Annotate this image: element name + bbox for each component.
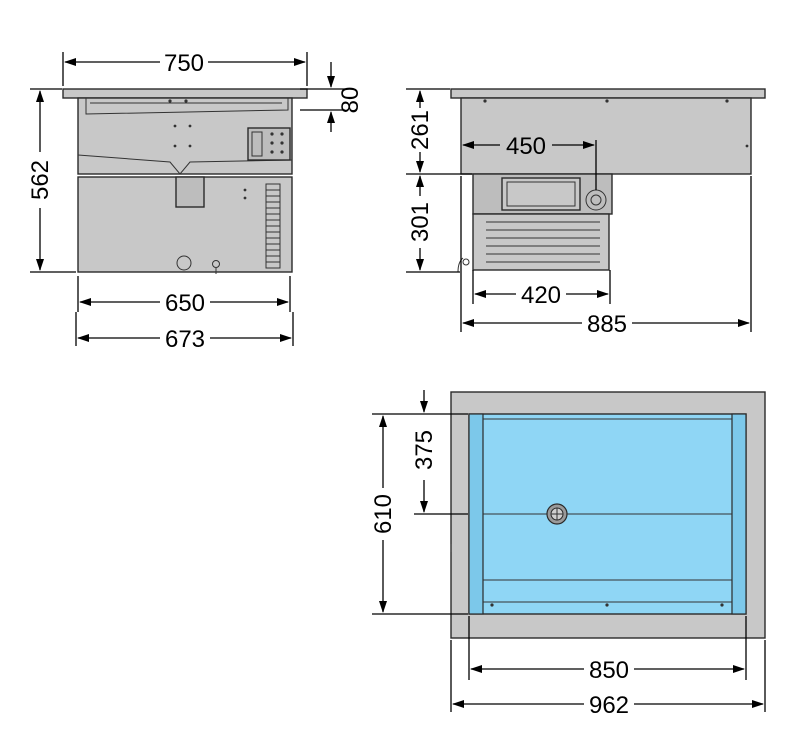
dim-side-total-width: 885 bbox=[587, 311, 627, 338]
side-upper-body bbox=[460, 97, 752, 175]
front-tap-valve bbox=[212, 260, 220, 268]
dim-front-total-height: 562 bbox=[27, 160, 54, 200]
front-top-flange bbox=[62, 88, 308, 99]
side-compressor-grille bbox=[472, 213, 610, 271]
front-view: 750 80 562 650 673 bbox=[27, 50, 364, 353]
front-drain-outlet bbox=[176, 255, 192, 271]
dim-front-outer-width: 673 bbox=[165, 326, 205, 353]
front-drain-pipe bbox=[175, 176, 205, 208]
dim-plan-half-depth: 375 bbox=[411, 430, 438, 470]
front-control-panel bbox=[247, 127, 291, 161]
side-display-panel bbox=[501, 177, 581, 211]
side-view: 261 301 450 420 885 bbox=[406, 88, 766, 338]
dim-plan-basin-width: 850 bbox=[589, 657, 629, 684]
dim-side-upper-height: 261 bbox=[407, 110, 434, 150]
plan-view: 610 375 850 962 bbox=[370, 390, 766, 719]
dim-side-unit-width: 420 bbox=[521, 282, 561, 309]
dim-plan-total-width: 962 bbox=[589, 692, 629, 719]
dim-front-body-width: 650 bbox=[165, 290, 205, 317]
dim-side-offset: 450 bbox=[506, 133, 546, 160]
dim-front-lip-height: 80 bbox=[337, 87, 364, 114]
front-vent-grille bbox=[265, 183, 281, 269]
dim-side-lower-height: 301 bbox=[407, 202, 434, 242]
plan-drain bbox=[546, 503, 568, 525]
dim-front-top-width: 750 bbox=[164, 50, 204, 77]
dim-plan-depth: 610 bbox=[370, 494, 397, 534]
side-top-flange bbox=[450, 88, 766, 99]
